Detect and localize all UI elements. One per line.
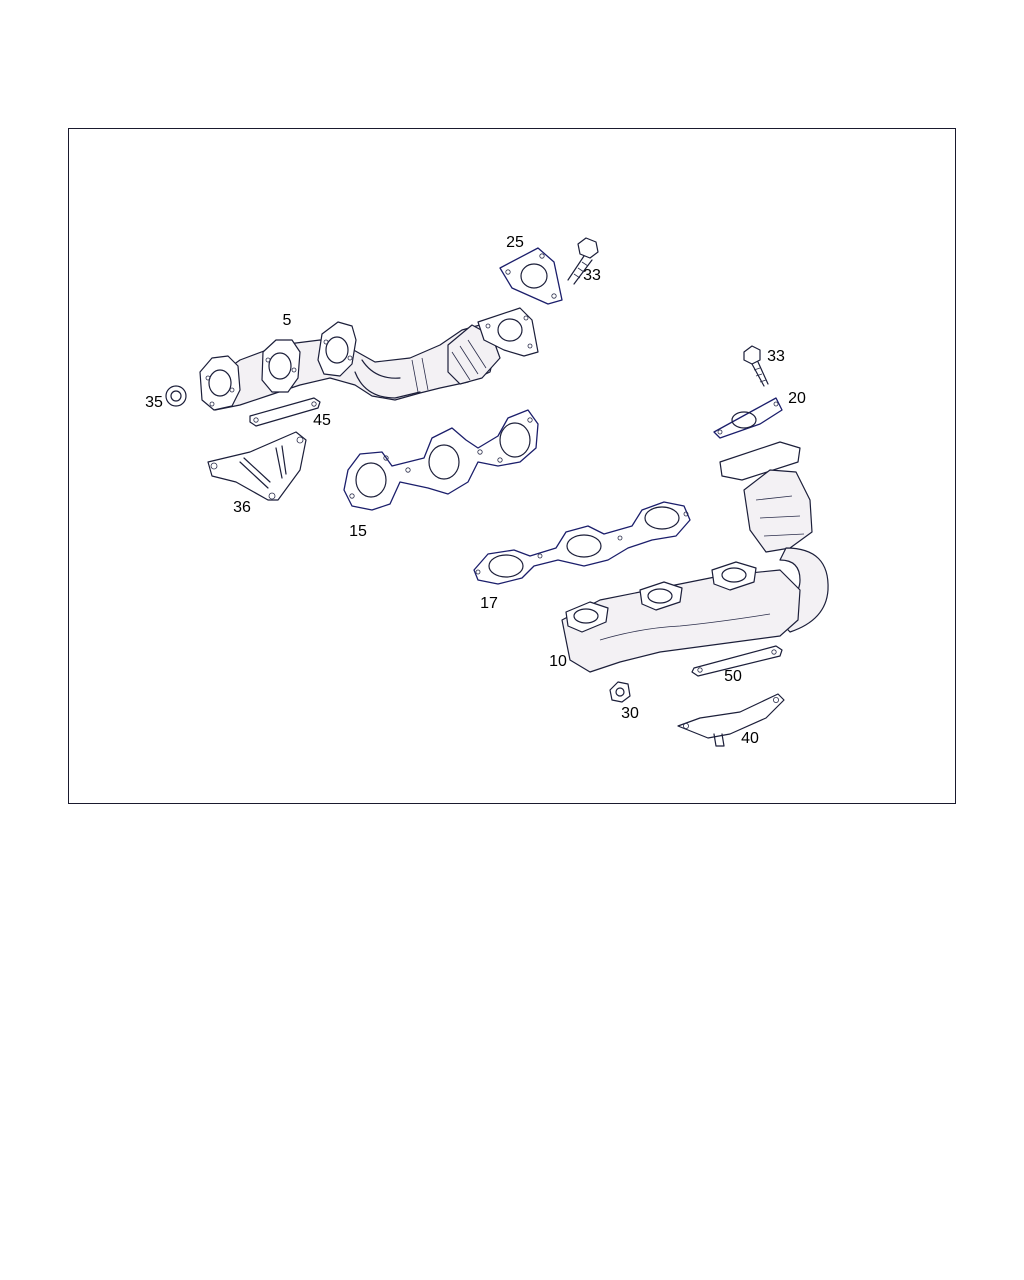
callout-33-right: 33 [767,348,785,365]
callout-25: 25 [506,234,524,251]
callout-15: 15 [349,523,367,540]
exhaust-manifold-right[interactable] [561,441,829,673]
nut-right[interactable] [609,681,631,703]
manifold-gasket-left[interactable] [343,409,539,511]
nut-left[interactable] [165,385,187,407]
callout-10: 10 [549,653,567,670]
heat-shield-strap-left[interactable] [249,397,321,427]
outlet-gasket-left[interactable] [499,247,563,305]
heat-shield-strap-right[interactable] [691,645,783,677]
callout-50: 50 [724,668,742,685]
callout-5: 5 [283,312,292,329]
callout-20: 20 [788,390,806,407]
callout-17: 17 [480,595,498,612]
callout-35: 35 [145,394,163,411]
bolt-right[interactable] [743,345,769,387]
bolt-left[interactable] [567,237,599,285]
callout-45: 45 [313,412,331,429]
exhaust-manifold-left[interactable] [199,307,539,411]
mounting-bracket-right[interactable] [677,693,785,747]
manifold-gasket-right[interactable] [473,501,691,585]
callout-36: 36 [233,499,251,516]
callout-33-left: 33 [583,267,601,284]
mounting-bracket-left[interactable] [207,431,307,501]
callout-30: 30 [621,705,639,722]
callout-40: 40 [741,730,759,747]
outlet-gasket-right[interactable] [713,397,783,439]
